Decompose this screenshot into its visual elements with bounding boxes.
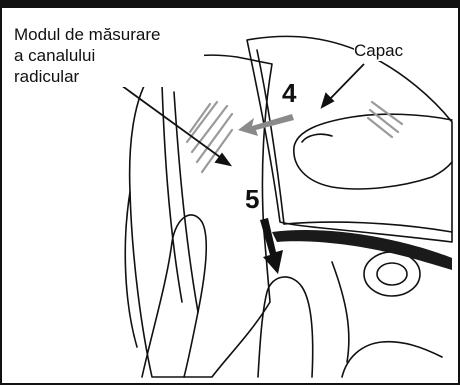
black-down-arrow <box>260 218 283 274</box>
step-4-number: 4 <box>282 78 296 109</box>
thumb-nail <box>302 134 332 142</box>
hand-lower-center <box>258 277 313 377</box>
hand-lower-right <box>342 342 442 377</box>
cover-outline <box>247 36 452 242</box>
step-5-number: 5 <box>245 184 259 215</box>
root-canal-module-label: Modul de măsurare a canalului radicular <box>14 24 204 87</box>
knob-outer <box>364 252 420 296</box>
knob-inner <box>377 263 407 285</box>
cover-label: Capac <box>354 40 403 61</box>
module-label-line-2: a canalului <box>14 45 204 66</box>
hatch-cover <box>368 102 402 137</box>
body-right-contour <box>332 262 349 362</box>
module-label-line-1: Modul de măsurare <box>14 24 204 45</box>
module-label-line-3: radicular <box>14 66 204 87</box>
cover-dark-band <box>272 230 452 270</box>
capac-leader-line <box>328 64 364 101</box>
module-body-outline <box>130 55 272 377</box>
capac-leader-arrowhead <box>322 94 333 107</box>
hand-lower-left <box>142 215 206 377</box>
thumb-right <box>294 114 452 189</box>
